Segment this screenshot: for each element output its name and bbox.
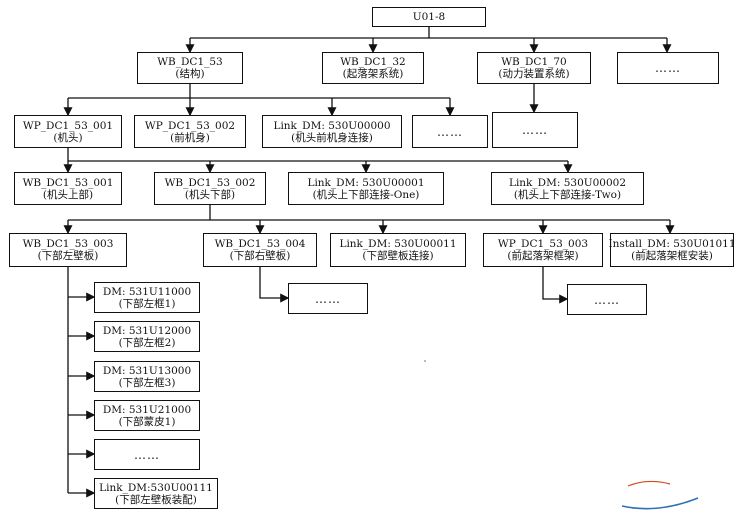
- node-code: WP_DC1_53_003: [497, 238, 589, 250]
- node-code: Link_DM:530U00111: [99, 481, 213, 494]
- ellipsis-text: ……: [134, 447, 160, 462]
- node-gear-frame-install: Install_DM: 530U01011 (前起落架框安装): [608, 233, 736, 267]
- node-lower-right-panel: WB_DC1_53_004 (下部右壁板): [203, 233, 317, 267]
- node-nose-gear-frame: WP_DC1_53_003 (前起落架框架): [483, 233, 603, 267]
- node-code: WB_DC1_53_003: [22, 238, 114, 250]
- ellipsis-text: ……: [437, 124, 463, 139]
- node-root: U01-8: [372, 7, 486, 27]
- ellipsis-text: ……: [594, 292, 620, 307]
- node-label: (下部左壁板装配): [115, 493, 197, 506]
- ellipsis-text: ……: [655, 61, 681, 75]
- node-code: WP_DC1_53_002: [144, 119, 236, 132]
- node-lower-left-frame-3: DM: 531U13000 (下部左框3): [94, 361, 200, 392]
- node-code: Link_DM: 530U00011: [339, 238, 457, 250]
- node-ellipsis-right-panel: ……: [288, 283, 368, 314]
- e-works-logo: [618, 476, 740, 512]
- ellipsis-text: ……: [315, 291, 341, 306]
- node-label: (下部蒙皮1): [118, 415, 176, 428]
- node-label: (起落架系统): [342, 68, 404, 80]
- node-ellipsis-power: ……: [492, 112, 578, 148]
- node-code: DM: 531U21000: [102, 403, 192, 416]
- node-label: (前起落架框安装): [631, 250, 713, 262]
- node-ellipsis-level2: ……: [412, 115, 488, 148]
- node-code: Link_DM: 530U00001: [307, 176, 425, 189]
- node-nose-lower: WB_DC1_53_002 (机头下部): [154, 172, 266, 205]
- node-code: Link_DM: 530U00000: [273, 119, 391, 132]
- node-lower-skin-1: DM: 531U21000 (下部蒙皮1): [94, 400, 200, 431]
- node-code: WB_DC1_32: [340, 56, 406, 68]
- node-lower-left-panel: WB_DC1_53_003 (下部左壁板): [9, 233, 127, 267]
- node-label: (下部左框1): [118, 297, 176, 310]
- node-left-panel-assembly-link: Link_DM:530U00111 (下部左壁板装配): [94, 478, 218, 509]
- node-code: Link_DM: 530U00002: [508, 176, 627, 189]
- node-ellipsis-level1: ……: [617, 52, 719, 84]
- node-label: (机头上部): [42, 188, 94, 201]
- node-nose-upper: WB_DC1_53_001 (机头上部): [14, 172, 122, 205]
- node-label: (前机身): [170, 131, 210, 144]
- node-code: WP_DC1_53_001: [22, 119, 114, 132]
- node-panel-link: Link_DM: 530U00011 (下部壁板连接): [330, 233, 466, 267]
- node-power-system: WB_DC1_70 (动力装置系统): [477, 52, 591, 84]
- node-code: WB_DC1_53: [157, 56, 223, 68]
- node-code: Install_DM: 530U01011: [608, 238, 736, 250]
- node-label: (机头下部): [184, 188, 236, 201]
- node-lower-left-frame-2: DM: 531U12000 (下部左框2): [94, 321, 200, 352]
- node-landing-gear-system: WB_DC1_32 (起落架系统): [322, 52, 424, 84]
- node-upper-lower-link-one: Link_DM: 530U00001 (机头上下部连接-One): [288, 172, 444, 205]
- node-code: WB_DC1_53_004: [214, 238, 306, 250]
- node-label: (下部壁板连接): [362, 250, 434, 262]
- node-label: (下部左框2): [118, 336, 176, 349]
- node-code: WB_DC1_53_001: [22, 176, 114, 189]
- node-label: (机头): [53, 131, 83, 144]
- node-label: (下部左壁板): [37, 250, 99, 262]
- node-label: (机头上下部连接-Two): [513, 188, 622, 201]
- logo-swoosh-icon: [621, 480, 699, 510]
- node-lower-left-frame-1: DM: 531U11000 (下部左框1): [94, 282, 200, 313]
- node-front-fuselage: WP_DC1_53_002 (前机身): [134, 115, 246, 148]
- node-label: (结构): [175, 68, 205, 80]
- node-code: U01-8: [412, 11, 446, 23]
- node-code: WB_DC1_53_002: [164, 176, 256, 189]
- node-upper-lower-link-two: Link_DM: 530U00002 (机头上下部连接-Two): [491, 172, 644, 205]
- node-nose: WP_DC1_53_001 (机头): [14, 115, 122, 148]
- node-ellipsis-gear-frame: ……: [567, 284, 647, 315]
- node-nose-fuselage-link: Link_DM: 530U00000 (机头前机身连接): [262, 115, 402, 148]
- node-structure: WB_DC1_53 (结构): [137, 52, 243, 84]
- node-code: DM: 531U12000: [102, 324, 192, 337]
- node-label: (下部左框3): [118, 376, 176, 389]
- node-ellipsis-left-panel: ……: [94, 439, 200, 470]
- node-code: DM: 531U11000: [102, 285, 192, 298]
- node-label: (机头前机身连接): [291, 131, 373, 144]
- ellipsis-text: ……: [522, 123, 548, 137]
- node-label: (动力装置系统): [498, 68, 570, 80]
- node-code: DM: 531U13000: [102, 364, 192, 377]
- node-label: (下部右壁板): [229, 250, 291, 262]
- node-label: (机头上下部连接-One): [312, 188, 420, 201]
- node-label: (前起落架框架): [507, 250, 579, 262]
- node-code: WB_DC1_70: [501, 56, 567, 68]
